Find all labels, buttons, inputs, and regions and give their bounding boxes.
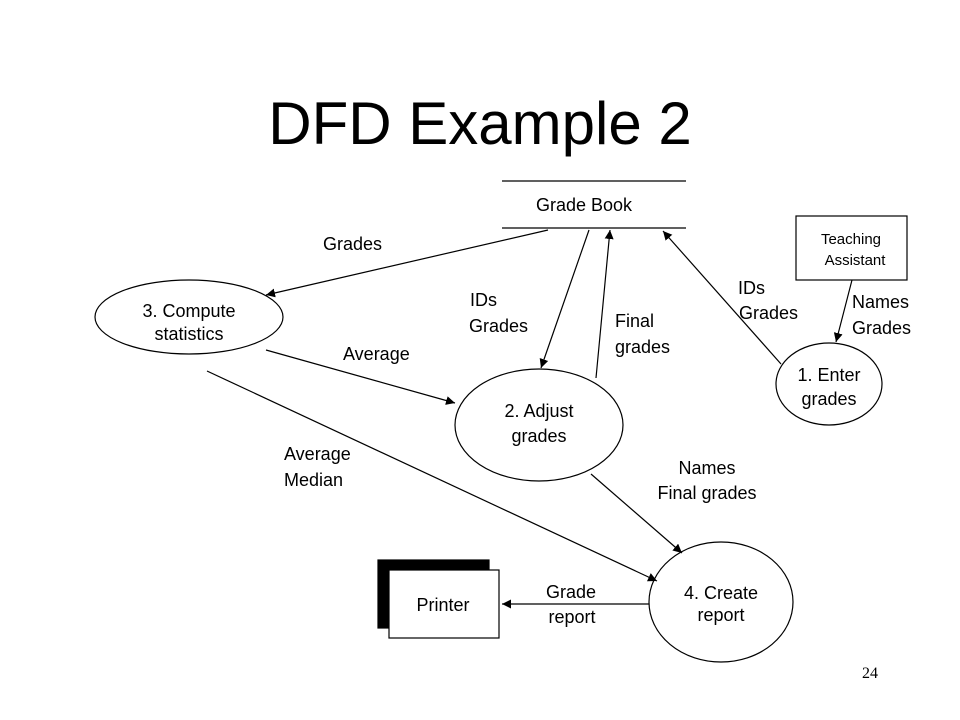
flow-label-line1: IDs	[738, 278, 765, 298]
flow-label: Grades	[323, 234, 382, 254]
entity-label: Printer	[416, 595, 469, 615]
flow-label-line2: Median	[284, 470, 343, 490]
entity-label-line1: Teaching	[821, 231, 881, 248]
process-label-line2: grades	[801, 389, 856, 409]
flow-grades-to-compute	[265, 229, 549, 298]
flow-average-to-adjust	[265, 349, 456, 405]
flow-names-final-grades-to-report	[590, 473, 683, 554]
process-label-line2: grades	[511, 426, 566, 446]
flow-ids-grades-from-enter	[662, 230, 782, 365]
process-label-line1: 1. Enter	[797, 365, 860, 385]
process-enter-grades: 1. Enter grades	[775, 342, 883, 426]
data-store-label: Grade Book	[536, 195, 633, 215]
slide-title: DFD Example 2	[268, 90, 692, 157]
process-compute-statistics: 3. Compute statistics	[94, 279, 284, 355]
flow-label-line2: Grades	[739, 303, 798, 323]
page-number: 24	[862, 665, 878, 682]
entity-teaching-assistant: Teaching Assistant	[795, 215, 908, 281]
flow-label-line1: Average	[284, 444, 351, 464]
process-label-line1: 3. Compute	[142, 301, 235, 321]
flow-label-line1: IDs	[470, 290, 497, 310]
flow-label-line2: Grades	[852, 318, 911, 338]
flow-label-line2: grades	[615, 337, 670, 357]
flow-average-median-to-report	[206, 370, 658, 582]
process-adjust-grades: 2. Adjust grades	[454, 368, 624, 482]
flow-label-line1: Names	[678, 458, 735, 478]
flow-label-line1: Final	[615, 311, 654, 331]
process-label-line2: statistics	[154, 324, 223, 344]
data-store-grade-book: Grade Book	[502, 180, 686, 229]
entity-printer: Printer	[377, 559, 500, 639]
flow-label-line1: Names	[852, 292, 909, 312]
flow-label-line2: report	[548, 607, 595, 627]
flow-label: Average	[343, 344, 410, 364]
process-create-report: 4. Create report	[648, 541, 794, 663]
process-label-line1: 2. Adjust	[504, 401, 573, 421]
process-label-line2: report	[697, 605, 744, 625]
process-label-line1: 4. Create	[684, 583, 758, 603]
flow-ids-grades-to-adjust	[539, 229, 590, 369]
entity-label-line2: Assistant	[825, 252, 887, 269]
flow-names-grades-from-ta	[833, 279, 853, 343]
flow-label-line2: Final grades	[657, 483, 756, 503]
flow-final-grades-to-store	[595, 229, 614, 379]
flow-label-line2: Grades	[469, 316, 528, 336]
flow-label-line1: Grade	[546, 582, 596, 602]
